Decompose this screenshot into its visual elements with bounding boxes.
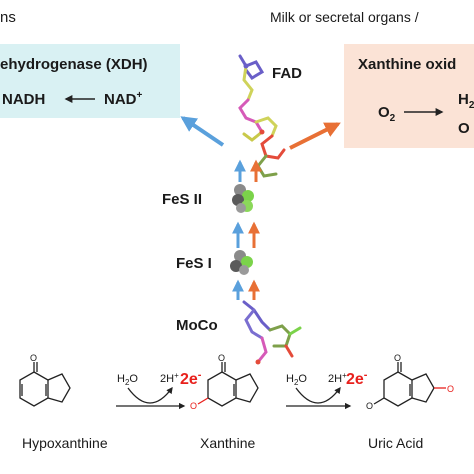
- reaction-1-protons: 2H+: [160, 371, 179, 385]
- label-fad: FAD: [272, 65, 302, 82]
- reaction-1-curve: [127, 386, 173, 404]
- reaction-1-electrons: 2e-: [180, 369, 202, 388]
- xo-box: Xanthine oxid O2 H2 O: [344, 44, 474, 148]
- uric-acid-o-new: O: [447, 384, 454, 394]
- xo-box-background: [344, 44, 474, 148]
- reaction-2-protons: 2H+: [328, 371, 347, 385]
- hypoxanthine-structure: [19, 362, 71, 407]
- label-hypoxanthine: Hypoxanthine: [22, 435, 108, 451]
- xdh-title: ehydrogenase (XDH): [0, 56, 148, 73]
- xdh-product-nadh: NADH: [2, 91, 45, 108]
- reaction-2-water: H2O: [286, 373, 307, 387]
- reaction-2-curve: [295, 386, 341, 404]
- fes2-cluster: [232, 184, 254, 213]
- xanthine-o-top: O: [218, 353, 225, 363]
- uric-acid-o-left: O: [366, 401, 373, 411]
- xo-product-h2: H2: [458, 91, 474, 111]
- label-fes1: FeS I: [176, 255, 212, 272]
- xdh-box: ehydrogenase (XDH) NADH NAD+: [0, 44, 180, 118]
- hypoxanthine-o: O: [30, 353, 37, 363]
- label-moco: MoCo: [176, 317, 218, 334]
- arrow-to-xdh: [180, 116, 225, 147]
- fes1-cluster: [230, 250, 253, 275]
- xdh-box-background: [0, 44, 180, 118]
- label-uric-acid: Uric Acid: [368, 435, 423, 451]
- xdh-substrate-nad: NAD+: [104, 90, 143, 108]
- xo-substrate-o2: O2: [378, 104, 396, 124]
- xo-product-o: O: [458, 120, 470, 137]
- label-fes2: FeS II: [162, 191, 202, 208]
- reaction-1-water: H2O: [117, 373, 138, 387]
- uric-acid-structure: [373, 362, 446, 407]
- moco-molecule: [242, 300, 302, 365]
- xo-title: Xanthine oxid: [358, 56, 456, 73]
- label-xanthine: Xanthine: [200, 435, 255, 451]
- header-right-fragment: Milk or secretal organs /: [270, 9, 419, 25]
- xanthine-o-new: O: [190, 401, 197, 411]
- uric-acid-o-top: O: [394, 353, 401, 363]
- arrow-to-xo: [289, 122, 341, 150]
- header-left-fragment: ns: [0, 9, 16, 26]
- reaction-2-electrons: 2e-: [346, 369, 368, 388]
- xanthine-structure: [197, 362, 259, 407]
